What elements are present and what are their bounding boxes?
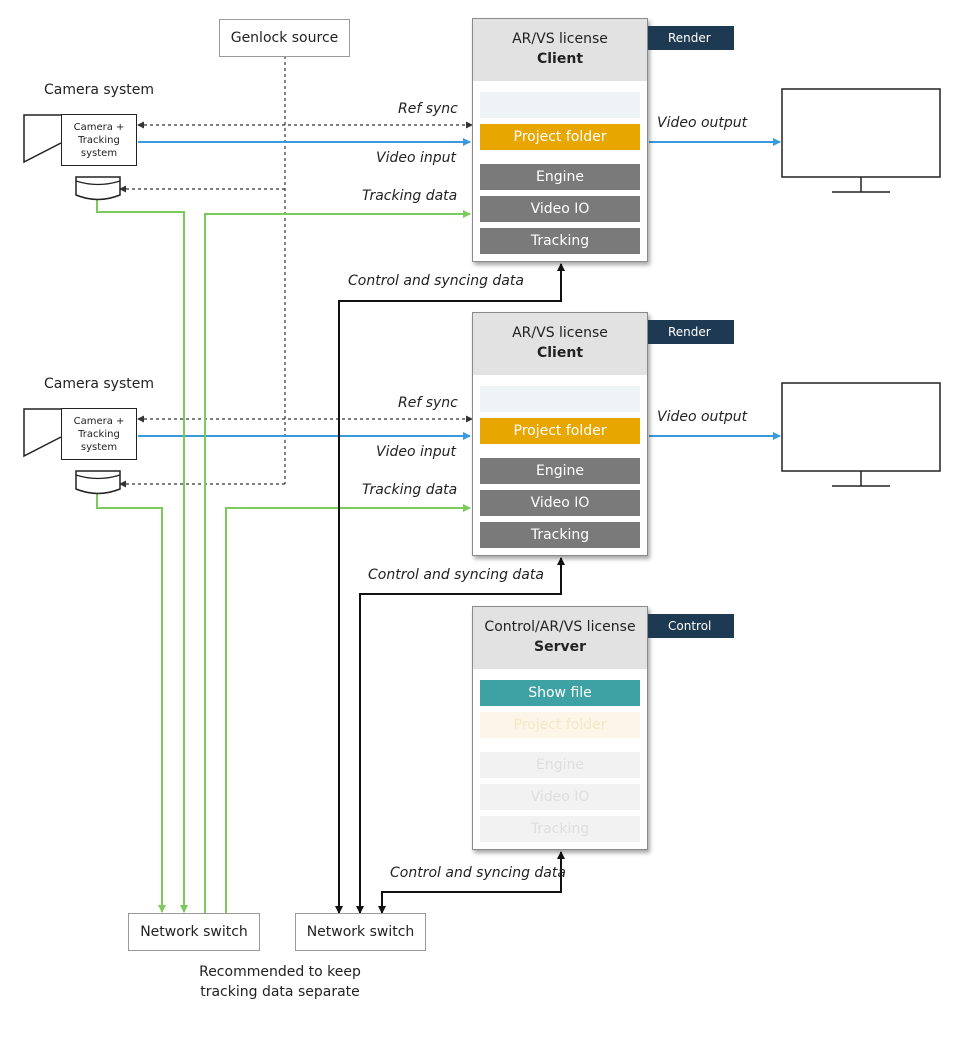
camera-lens-1 [75,176,121,201]
monitor-icon-2 [781,382,941,472]
control-label: Control and syncing data [348,273,524,289]
video-output-label: Video output [657,409,748,425]
role-label: Client [536,51,584,67]
client-server-2: AR/VS license Client Project folder Engi… [472,312,648,556]
video-io-module: Video IO [480,784,640,810]
control-line-3 [378,851,565,919]
camera-body-line: Tracking [78,135,120,146]
ref-sync-label: Ref sync [398,101,458,117]
client-server-1: AR/VS license Client Project folder Engi… [472,18,648,262]
project-folder-module: Project folder [480,418,640,444]
render-tag: Render [648,320,734,344]
camera-cone-1 [23,114,62,164]
engine-module: Engine [480,458,640,484]
camera-body: Camera + Tracking system [61,114,137,166]
video-output-label: Video output [657,115,748,131]
server-header: AR/VS license Client [473,19,647,81]
blank-module [480,386,640,412]
video-io-module: Video IO [480,490,640,516]
camera-system-title: Camera system [44,82,155,98]
camera-body-line: system [80,442,118,453]
role-label: Server [533,639,586,655]
note-line: tracking data separate [200,984,360,1000]
server-header: AR/VS license Client [473,313,647,375]
tracking-line-cam2 [96,494,166,913]
camera-system-title: Camera system [44,376,155,392]
tracking-module: Tracking [480,522,640,548]
control-server: Control/AR/VS license Server Show file P… [472,606,648,850]
license-label: AR/VS license [512,325,608,341]
monitor-icon-1 [781,88,941,178]
camera-body-line: Camera + [73,122,125,133]
blank-module [480,92,640,118]
tracking-line-switch-client1 [204,210,471,917]
control-label: Control and syncing data [368,567,544,583]
project-folder-module: Project folder [480,124,640,150]
switch-label: Network switch [140,924,248,940]
control-line-1 [335,263,565,919]
video-input-label: Video input [376,150,456,166]
show-file-module: Show file [480,680,640,706]
tracking-data-label: Tracking data [362,482,458,498]
project-folder-module: Project folder [480,712,640,738]
camera-body-line: system [80,148,118,159]
camera-cone-2 [23,408,62,458]
video-io-module: Video IO [480,196,640,222]
genlock-label: Genlock source [230,30,339,46]
engine-module: Engine [480,164,640,190]
license-label: Control/AR/VS license [484,619,636,635]
separation-note: Recommended to keep tracking data separa… [170,962,390,1002]
camera-body: Camera + Tracking system [61,408,137,460]
network-switch-tracking: Network switch [128,913,260,951]
video-input-label: Video input [376,444,456,460]
camera-body-line: Tracking [78,429,120,440]
tracking-module: Tracking [480,816,640,842]
tracking-module: Tracking [480,228,640,254]
switch-label: Network switch [306,924,415,940]
control-label: Control and syncing data [390,865,566,881]
tracking-line-cam1 [96,200,188,913]
engine-module: Engine [480,752,640,778]
camera-body-line: Camera + [73,416,125,427]
role-label: Client [536,345,584,361]
render-tag: Render [648,26,734,50]
genlock-source-box: Genlock source [219,19,350,57]
camera-lens-2 [75,470,121,495]
server-header: Control/AR/VS license Server [473,607,647,669]
control-tag: Control [648,614,734,638]
tracking-data-label: Tracking data [362,188,458,204]
ref-sync-label: Ref sync [398,395,458,411]
control-line-2 [356,557,565,919]
network-switch-control: Network switch [295,913,426,951]
license-label: AR/VS license [512,31,608,47]
note-line: Recommended to keep [199,964,361,980]
